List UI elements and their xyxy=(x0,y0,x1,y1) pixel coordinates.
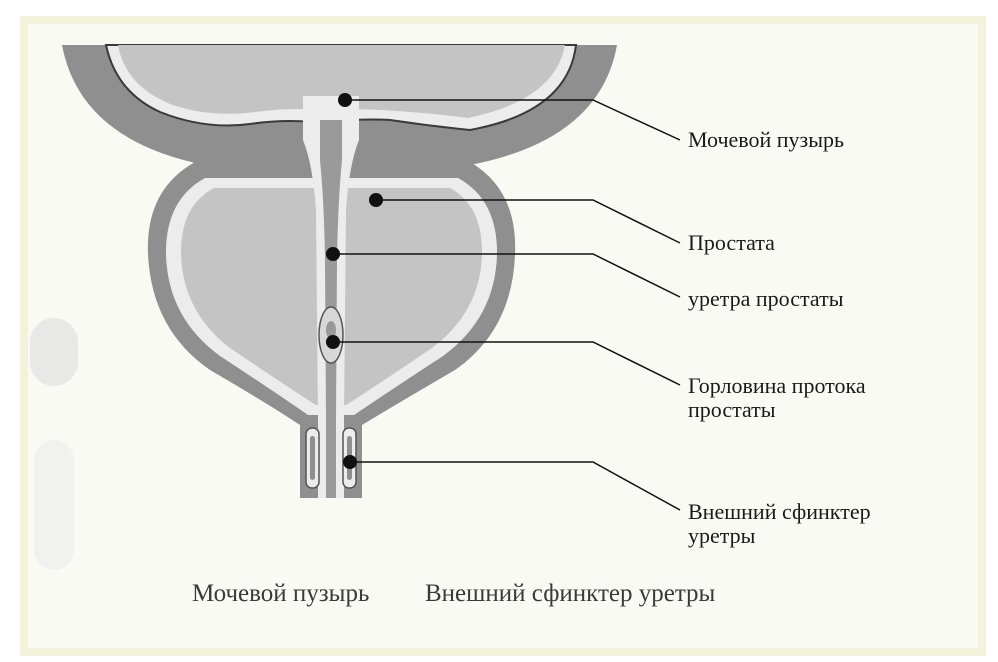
label-duct-neck: Горловина протока простаты xyxy=(688,373,866,422)
leader-bladder xyxy=(345,99,681,141)
bladder-neck-left xyxy=(262,134,312,175)
leader-duct-neck xyxy=(333,341,681,386)
decorative-shape xyxy=(34,440,74,570)
label-bladder: Мочевой пузырь xyxy=(688,127,845,152)
leader-prostate xyxy=(376,199,681,244)
leader-sphincter xyxy=(350,461,681,511)
label-prostate: Простата xyxy=(688,230,775,255)
caption-left: Мочевой пузырь xyxy=(192,580,370,607)
bladder-neck-right xyxy=(350,134,400,175)
caption-right: Внешний сфинктер уретры xyxy=(425,580,716,607)
decorative-shape xyxy=(30,318,78,386)
label-external-sphincter: Внешний сфинктер уретры xyxy=(688,499,871,548)
label-prostatic-urethra: уретра простаты xyxy=(688,286,844,311)
leader-urethra xyxy=(333,253,681,298)
